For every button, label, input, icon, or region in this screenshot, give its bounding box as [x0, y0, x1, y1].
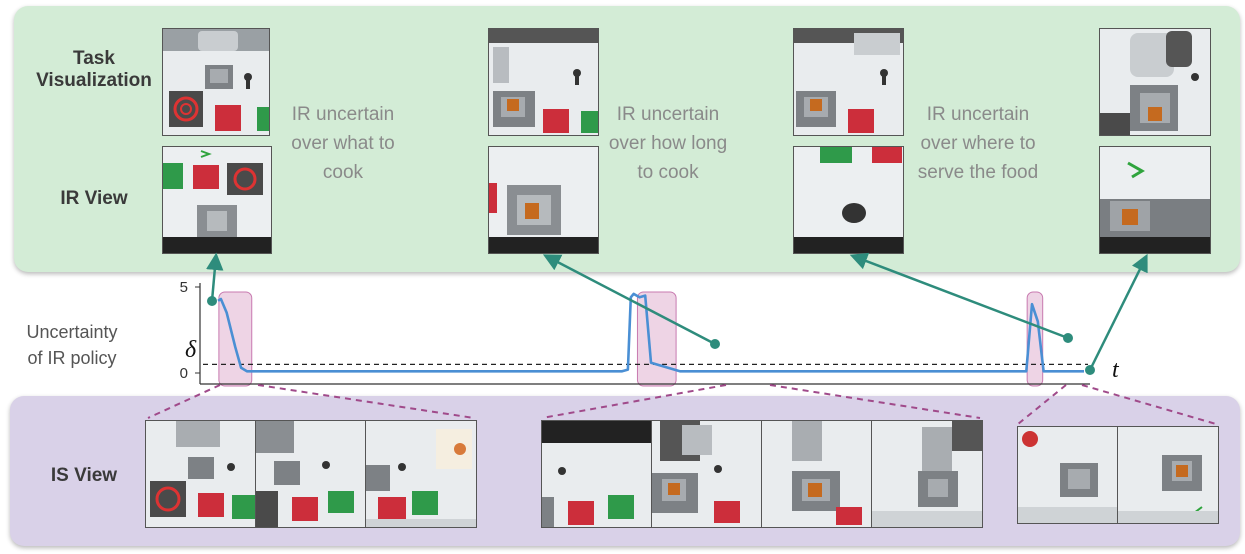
ir-view-image-1 — [162, 146, 272, 254]
task-visualization-image-3 — [793, 28, 904, 136]
task-visualization-label: Task Visualization — [36, 48, 152, 91]
y-tick-label-0: 0 — [180, 365, 188, 382]
highlight-region-1 — [218, 291, 253, 387]
ir-view-label: IR View — [60, 188, 128, 209]
annotation-what-to-cook: IR uncertain over what to cook — [291, 104, 395, 183]
annotation-where-to-serve: IR uncertain over where to serve the foo… — [917, 104, 1039, 183]
ir-view-image-3 — [793, 146, 904, 254]
x-axis-label: t — [1112, 357, 1120, 383]
is-view-image-7 — [871, 420, 983, 528]
is-view-image-9 — [1117, 426, 1219, 524]
arrow-origin-dot-4 — [1085, 365, 1095, 375]
is-view-image-6 — [761, 420, 873, 528]
is-view-image-3 — [365, 420, 477, 528]
uncertainty-label: Uncertainty of IR policy — [26, 322, 118, 368]
uncertainty-series-line — [217, 292, 1084, 373]
highlight-region-3 — [1026, 291, 1044, 387]
arrow-origin-dot-2 — [710, 339, 720, 349]
is-view-image-1 — [145, 420, 257, 528]
is-view-image-2 — [255, 420, 367, 528]
annotation-how-long-to-cook: IR uncertain over how long to cook — [608, 104, 728, 183]
arrow-origin-dot-3 — [1063, 333, 1073, 343]
task-visualization-image-4 — [1099, 28, 1211, 136]
is-view-image-8 — [1017, 426, 1119, 524]
task-visualization-image-1 — [162, 28, 270, 136]
highlight-region-2 — [636, 291, 677, 387]
is-view-image-5 — [651, 420, 763, 528]
ir-view-image-2 — [488, 146, 599, 254]
ir-view-image-4 — [1099, 146, 1211, 254]
arrow-to-ir-view-4 — [1088, 253, 1148, 371]
is-view-label: IS View — [50, 465, 118, 486]
y-tick-label-5: 5 — [180, 279, 188, 296]
arrow-origin-dot-1 — [207, 296, 217, 306]
task-visualization-image-2 — [488, 28, 599, 136]
is-view-image-4 — [541, 420, 653, 528]
threshold-label: δ — [185, 337, 197, 363]
